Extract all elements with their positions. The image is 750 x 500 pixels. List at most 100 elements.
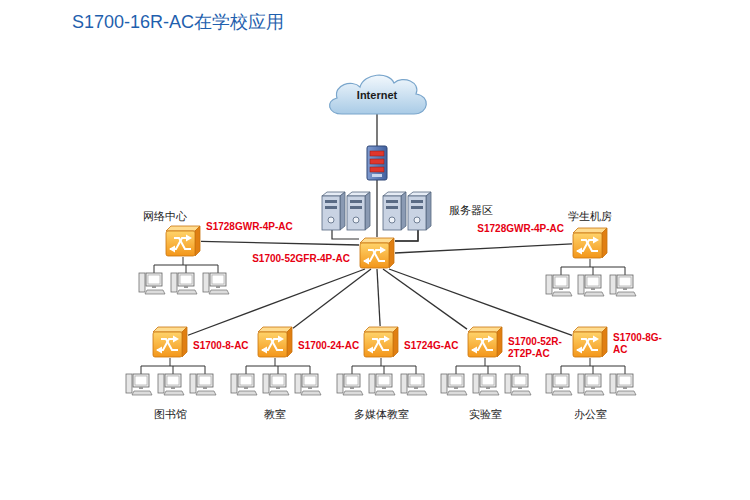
pc-tower [231, 374, 237, 393]
model-label: S1728GWR-4P-AC [205, 221, 294, 233]
network-link [383, 269, 467, 329]
pc-wire [141, 358, 205, 374]
location-label: 多媒体教室 [354, 408, 409, 421]
pc-monitor [376, 374, 392, 387]
pc-monitor [344, 374, 360, 387]
pc-tower [171, 273, 177, 292]
switch-node: S1700-8-AC [152, 326, 188, 358]
pc-stand [591, 387, 595, 389]
pc-stand [623, 387, 627, 389]
pc-keyboard [552, 292, 572, 296]
pc-monitor [448, 374, 464, 387]
pc-monitor [553, 374, 569, 387]
switch-node: S1700-52GFR-4P-AC [359, 237, 395, 269]
pc-keyboard [132, 391, 152, 395]
pc-keyboard [164, 391, 184, 395]
pc-tower [610, 275, 616, 294]
model-label: S1700-52R-2T2P-AC [507, 336, 569, 360]
pc-screen [346, 376, 358, 385]
server-wire [395, 230, 418, 241]
pc-screen [587, 376, 599, 385]
switch-icon [467, 326, 503, 358]
pc-monitor [197, 374, 213, 387]
pc-stand [486, 387, 490, 389]
pc-monitor [133, 374, 149, 387]
pc-tower [369, 374, 375, 393]
pc-tower [401, 374, 407, 393]
pc-monitor [512, 374, 528, 387]
network-link [389, 269, 572, 335]
pc-group [231, 358, 321, 395]
pc-keyboard [616, 292, 636, 296]
network-link [201, 241, 359, 245]
pc-stand [591, 288, 595, 290]
pc-screen [212, 275, 224, 284]
pc-keyboard [375, 391, 395, 395]
pc-screen [240, 376, 252, 385]
pc-monitor [238, 374, 254, 387]
pc-screen [514, 376, 526, 385]
pc-wire [352, 358, 416, 374]
pc-monitor [585, 374, 601, 387]
model-label: S1700-8-AC [192, 340, 250, 352]
pc-keyboard [301, 391, 321, 395]
pc-wire [246, 358, 310, 374]
pc-stand [350, 387, 354, 389]
pc-stand [559, 288, 563, 290]
pc-tower [263, 374, 269, 393]
pc-keyboard [511, 391, 531, 395]
pc-monitor [210, 273, 226, 286]
location-label: 教室 [264, 408, 286, 421]
network-link [395, 244, 572, 253]
model-label: S1700-24-AC [297, 340, 360, 352]
pc-keyboard [196, 391, 216, 395]
model-label: S1700-8G-AC [612, 332, 668, 356]
switch-node: S1700-52R-2T2P-AC [467, 326, 503, 358]
switch-icon [572, 227, 608, 259]
location-label: 图书馆 [154, 408, 187, 421]
pc-stand [276, 387, 280, 389]
location-label: 办公室 [574, 408, 607, 421]
pc-group [546, 358, 636, 395]
pc-stand [171, 387, 175, 389]
pc-monitor [178, 273, 194, 286]
pc-screen [555, 277, 567, 286]
firewall-icon [367, 146, 387, 180]
pc-screen [587, 277, 599, 286]
pc-stand [382, 387, 386, 389]
pc-monitor [270, 374, 286, 387]
pc-tower [578, 374, 584, 393]
pc-wire [154, 257, 218, 273]
model-label: S1700-52GFR-4P-AC [251, 253, 351, 265]
network-link [395, 230, 418, 241]
pc-monitor [408, 374, 424, 387]
pc-monitor [480, 374, 496, 387]
pc-stand [623, 288, 627, 290]
pc-keyboard [447, 391, 467, 395]
pc-monitor [553, 275, 569, 288]
pc-screen [272, 376, 284, 385]
location-label: 网络中心 [143, 210, 187, 223]
pc-stand [454, 387, 458, 389]
pc-screen [148, 275, 160, 284]
switch-node: S1700-8G-AC [572, 326, 608, 358]
network-link [188, 269, 365, 335]
switch-icon [152, 326, 188, 358]
pc-keyboard [407, 391, 427, 395]
pc-screen [555, 376, 567, 385]
switch-icon [572, 326, 608, 358]
switch-node: S1700-24-AC [257, 326, 293, 358]
pc-group [126, 358, 216, 395]
pc-keyboard [177, 290, 197, 294]
pc-stand [308, 387, 312, 389]
pc-monitor [617, 374, 633, 387]
switch-icon [359, 237, 395, 269]
pc-stand [216, 286, 220, 288]
network-link [377, 269, 380, 326]
pc-keyboard [269, 391, 289, 395]
switch-node: S1728GWR-4P-AC [165, 225, 201, 257]
pc-screen [619, 277, 631, 286]
servers-icon [320, 190, 430, 230]
server-group: 服务器区 [320, 190, 430, 230]
pc-stand [244, 387, 248, 389]
